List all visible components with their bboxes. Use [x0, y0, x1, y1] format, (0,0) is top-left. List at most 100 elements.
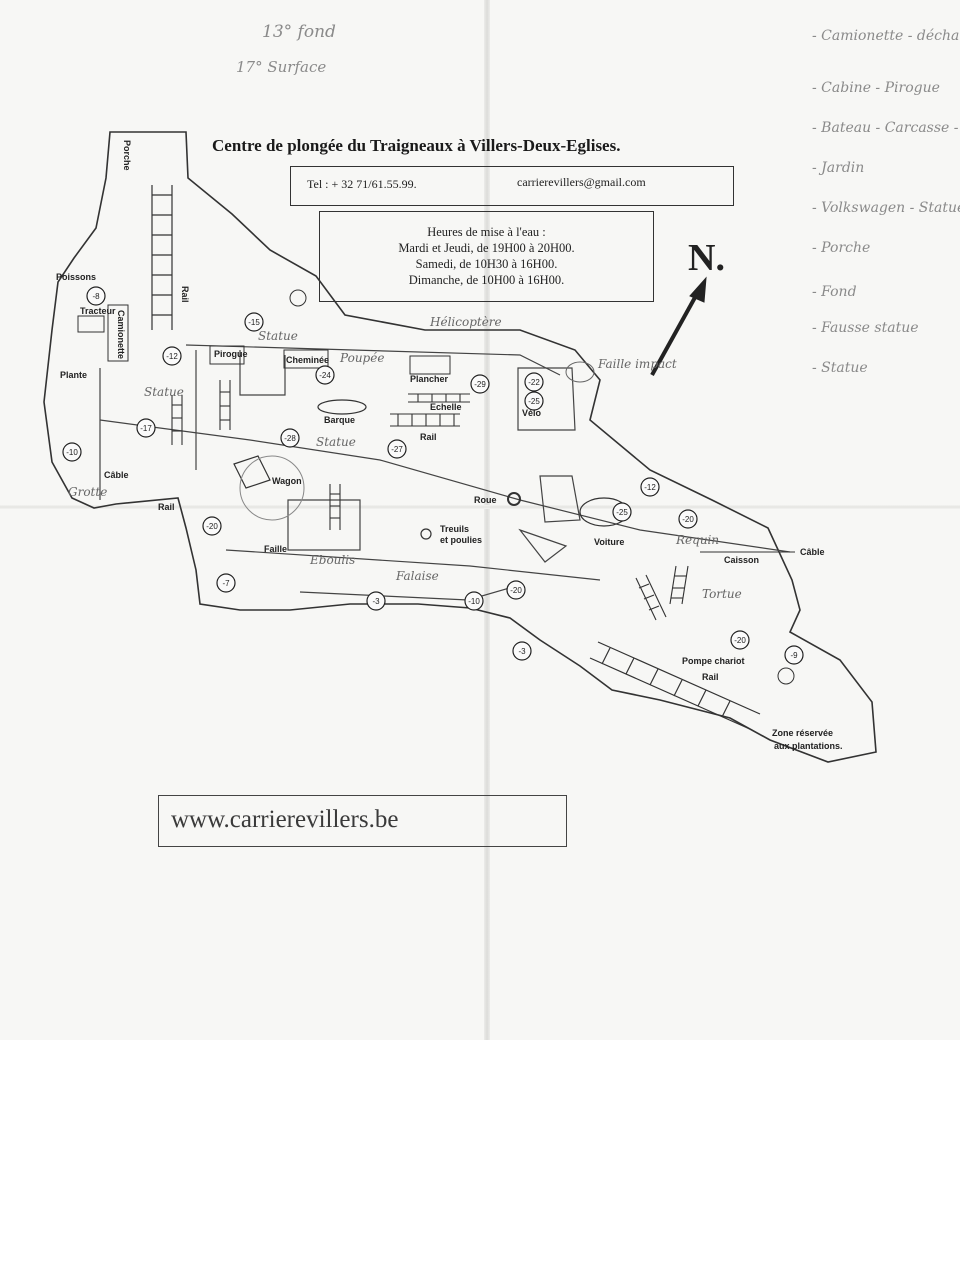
rail-porche — [151, 185, 173, 330]
depth-marker-circle — [730, 630, 750, 650]
hw-top-note: 17° Surface — [236, 58, 327, 76]
hw-side-note: - Statue — [812, 360, 868, 376]
treuils-marker — [420, 528, 432, 540]
label-wagon: Wagon — [272, 476, 302, 486]
label-echelle: Echelle — [430, 402, 462, 412]
depth-marker: -9 — [784, 645, 804, 665]
inner-wall — [517, 367, 576, 431]
depth-marker-circle — [524, 372, 544, 392]
hw-side-note: - Fond — [812, 284, 857, 300]
label-plancher: Plancher — [410, 374, 449, 384]
website-box: www.carrierevillers.be — [158, 795, 567, 847]
north-arrow-head — [689, 276, 707, 303]
depth-marker-circle — [784, 645, 804, 665]
depth-marker: -25 — [612, 502, 632, 522]
north-arrow-shaft — [650, 291, 700, 376]
depth-value: -27 — [391, 445, 403, 454]
email-address: carrierevillers@gmail.com — [517, 175, 646, 189]
depth-marker: -7 — [216, 573, 236, 593]
hw-side-note: - Cabine - Pirogue — [812, 80, 940, 96]
vertical-fold-line — [484, 0, 490, 1040]
hw-map-note: Grotte — [68, 485, 107, 499]
depth-value: -29 — [474, 380, 486, 389]
depth-value: -10 — [468, 597, 480, 606]
tracteur-shape — [77, 315, 105, 333]
hw-map-note: Faille impact — [597, 357, 677, 371]
rail-mid — [390, 413, 460, 427]
label-zone-2: aux plantations. — [774, 741, 843, 751]
depth-marker: -3 — [366, 591, 386, 611]
label-rail-mid: Rail — [420, 432, 437, 442]
faille-ring — [565, 361, 595, 383]
depth-value: -22 — [528, 378, 540, 387]
depth-marker: -24 — [315, 365, 335, 385]
depth-value: -12 — [166, 352, 178, 361]
inner-wall — [518, 528, 568, 563]
hw-map-note: Poupée — [339, 351, 384, 365]
phone-number: Tel : + 32 71/61.55.99. — [307, 177, 417, 191]
hw-top-note: 13° fond — [262, 22, 336, 42]
hw-side-note: - Volkswagen - Statue — [812, 200, 960, 216]
depth-marker-circle — [678, 509, 698, 529]
depth-marker-circle — [640, 477, 660, 497]
inner-wall — [287, 499, 361, 551]
depth-markers: -8-15-12-24-29-22-17-28-27-10-25-12-25-2… — [62, 286, 804, 665]
label-roue: Roue — [474, 495, 497, 505]
depth-marker-circle — [202, 516, 222, 536]
depth-marker: -20 — [506, 580, 526, 600]
depth-marker-circle — [315, 365, 335, 385]
hours-heading: Heures de mise à l'eau : — [427, 225, 546, 239]
depth-marker-circle — [366, 591, 386, 611]
depth-value: -20 — [734, 636, 746, 645]
depth-marker-circle — [86, 286, 106, 306]
depth-value: -17 — [140, 424, 152, 433]
label-poulies: et poulies — [440, 535, 482, 545]
quarry-outline — [43, 131, 877, 763]
page-title: Centre de plongée du Traigneaux à Viller… — [212, 136, 621, 155]
label-zone-1: Zone réservée — [772, 728, 833, 738]
poissons-marker — [289, 289, 307, 307]
hw-side-note: - Porche — [812, 240, 871, 256]
inner-wall — [539, 475, 581, 523]
depth-value: -8 — [92, 292, 100, 301]
hw-side-note: - Fausse statue — [812, 320, 919, 336]
north-label: N. — [688, 237, 725, 279]
label-plante: Plante — [60, 370, 87, 380]
depth-value: -25 — [616, 508, 628, 517]
label-pompe: Pompe chariot — [682, 656, 745, 666]
hours-line: Samedi, de 10H30 à 16H00. — [415, 257, 558, 271]
label-faille: Faille — [264, 544, 287, 554]
inner-wall — [239, 350, 286, 396]
label-cable: Câble — [104, 470, 129, 480]
label-voiture: Voiture — [594, 537, 624, 547]
depth-marker: -15 — [244, 312, 264, 332]
hw-side-note: - Jardin — [812, 160, 865, 176]
label-rail-left: Rail — [158, 502, 175, 512]
depth-marker: -10 — [464, 591, 484, 611]
depth-marker: -22 — [524, 372, 544, 392]
ladder-echelle — [408, 393, 470, 403]
depth-value: -24 — [319, 371, 331, 380]
hw-side-note: - Bateau - Carcasse - Bus — [812, 120, 960, 136]
hw-map-note: Requin — [675, 533, 719, 547]
opening-hours-box: Heures de mise à l'eau : Mardi et Jeudi,… — [319, 211, 654, 302]
label-poissons: Poissons — [56, 272, 96, 282]
hw-map-note: Tortue — [702, 587, 742, 601]
depth-marker-circle — [136, 418, 156, 438]
depth-marker: -25 — [524, 391, 544, 411]
hw-map-note: Eboulis — [309, 553, 355, 567]
pirogue-box — [209, 345, 245, 365]
depth-marker: -28 — [280, 428, 300, 448]
hw-map-note: Hélicoptère — [429, 315, 502, 329]
label-caisson: Caisson — [724, 555, 759, 565]
inner-wall — [225, 549, 601, 581]
depth-marker-circle — [216, 573, 236, 593]
depth-value: -20 — [206, 522, 218, 531]
scanned-sheet: Porche Poissons Tracteur Camionette Rail… — [0, 0, 960, 1040]
hw-map-note: Statue — [316, 435, 356, 449]
pompe-marker — [777, 667, 795, 685]
plancher-box — [409, 355, 451, 375]
barque-shape — [317, 399, 367, 415]
depth-marker: -17 — [136, 418, 156, 438]
depth-value: -28 — [284, 434, 296, 443]
